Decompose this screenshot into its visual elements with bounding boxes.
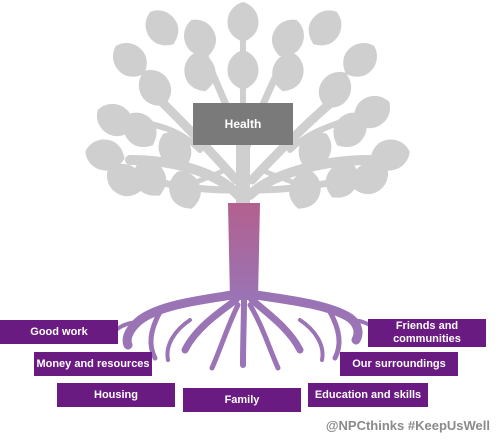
roots — [106, 290, 384, 371]
label-housing-text: Housing — [94, 388, 138, 401]
leaf-25 — [298, 132, 332, 168]
label-good-work: Good work — [0, 320, 118, 344]
label-family: Family — [183, 388, 301, 412]
leaf-16 — [85, 139, 125, 171]
leaf-8 — [318, 71, 352, 108]
label-education-and-skills-text: Education and skills — [314, 388, 422, 401]
leaf-6 — [343, 43, 377, 77]
leaf-5 — [113, 43, 147, 77]
leaf-3 — [145, 10, 179, 46]
leaf-2 — [271, 19, 304, 57]
label-friends-and-communities: Friends and communities — [368, 319, 486, 347]
label-our-surroundings-text: Our surroundings — [352, 357, 446, 370]
leaf-22 — [169, 171, 201, 209]
label-housing: Housing — [57, 383, 175, 407]
label-education-and-skills: Education and skills — [308, 383, 428, 407]
leaf-24 — [158, 132, 192, 168]
leaf-23 — [289, 171, 321, 209]
leaf-18 — [106, 163, 143, 197]
label-money-and-resources-text: Money and resources — [36, 357, 150, 370]
leaf-20 — [133, 159, 167, 196]
label-good-work-text: Good work — [30, 325, 88, 338]
leaf-17 — [370, 139, 410, 171]
health-box: Health — [193, 103, 293, 145]
leaf-0 — [227, 2, 259, 42]
label-our-surroundings: Our surroundings — [340, 352, 458, 376]
trunk — [228, 203, 260, 300]
hashtag-footer: @NPCthinks #KeepUsWell — [325, 418, 490, 433]
leaf-11 — [227, 50, 259, 90]
leaf-14 — [123, 112, 157, 148]
leaf-21 — [325, 161, 359, 198]
health-label: Health — [224, 116, 262, 131]
leaf-7 — [138, 69, 172, 106]
leaf-9 — [184, 52, 216, 92]
leaf-15 — [333, 112, 367, 148]
leaves — [85, 2, 410, 209]
label-friends-and-communities-text: Friends and communities — [393, 320, 461, 345]
leaf-19 — [352, 161, 389, 195]
label-money-and-resources: Money and resources — [34, 352, 152, 376]
leaf-4 — [308, 10, 342, 46]
label-family-text: Family — [224, 393, 260, 406]
leaf-1 — [184, 19, 217, 57]
leaf-10 — [272, 52, 304, 92]
